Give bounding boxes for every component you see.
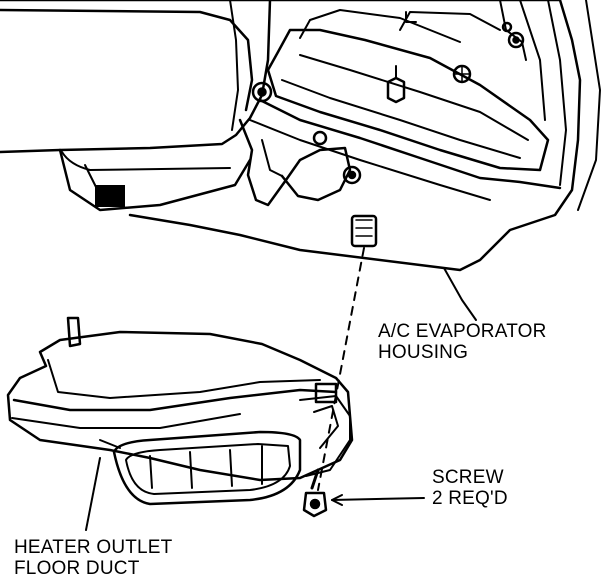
evaporator-housing-label: A/C EVAPORATOR HOUSING	[378, 321, 547, 363]
evaporator-housing-label-line1: A/C EVAPORATOR	[378, 321, 547, 342]
screw-leader-line	[331, 497, 425, 501]
screw	[302, 468, 328, 518]
screw-label: SCREW 2 REQ'D	[432, 467, 508, 509]
heater-outlet-label-line1: HEATER OUTLET	[14, 537, 173, 558]
heater-box-assembly	[0, 0, 272, 212]
heater-outlet-label: HEATER OUTLET FLOOR DUCT	[14, 537, 173, 579]
floor-duct	[6, 316, 354, 506]
evaporator-leader-line	[443, 267, 477, 321]
evaporator-housing-label-line2: HOUSING	[378, 342, 469, 363]
heater-outlet-label-line2: FLOOR DUCT	[14, 558, 140, 579]
screw-alignment-dashes	[317, 247, 365, 491]
duct-leader-line	[85, 457, 101, 531]
evaporator-housing	[128, 0, 601, 272]
screw-label-line1: SCREW	[432, 467, 504, 488]
screw-label-line2: 2 REQ'D	[432, 488, 508, 509]
